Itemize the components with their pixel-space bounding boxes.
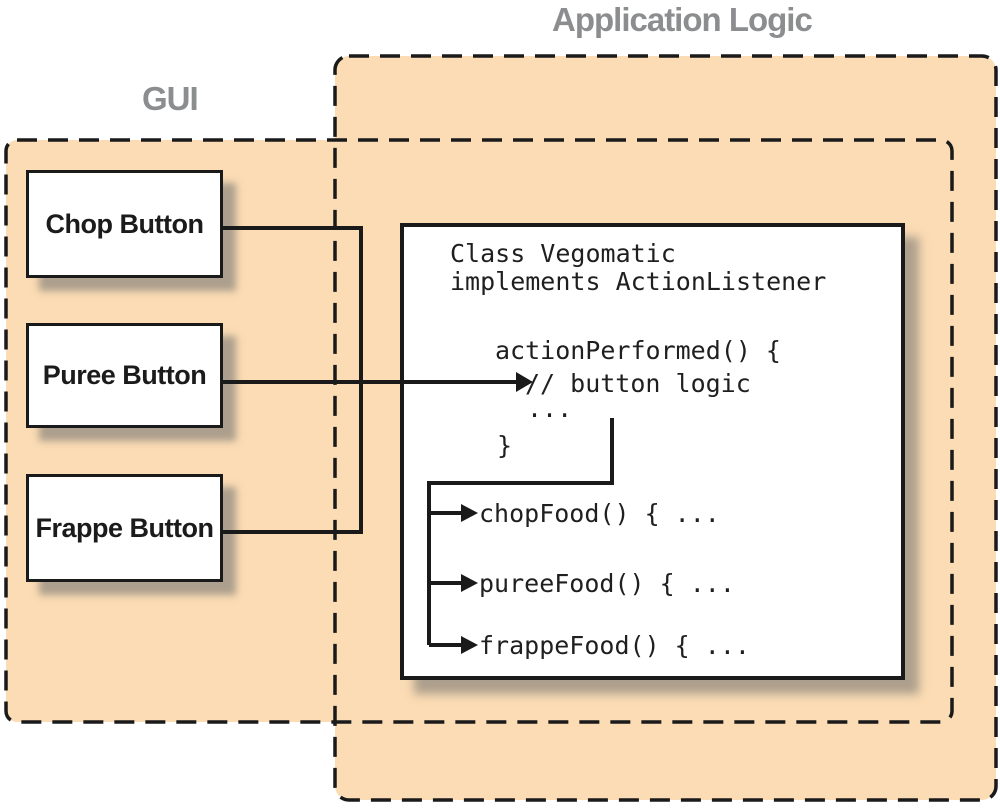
- gui-region-label: GUI: [142, 80, 199, 117]
- code-line-action-performed: actionPerformed() {: [495, 336, 781, 365]
- code-line-ellipsis: ...: [527, 394, 573, 423]
- code-line-close-brace: }: [497, 431, 513, 460]
- frappe-button-label: Frappe Button: [35, 512, 214, 543]
- puree-button-label: Puree Button: [42, 360, 207, 390]
- code-line-implements: implements ActionListener: [450, 267, 827, 296]
- vegomatic-class-box: Class Vegomatic implements ActionListene…: [400, 223, 905, 680]
- gui-region-border: [4, 138, 954, 724]
- puree-button-box: Puree Button: [26, 323, 223, 428]
- frappe-button-box: Frappe Button: [26, 474, 223, 582]
- code-line-class-decl: Class Vegomatic: [450, 239, 676, 268]
- code-line-pureefood-method: pureeFood() { ...: [479, 569, 735, 598]
- chop-button-box: Chop Button: [26, 170, 223, 278]
- chop-button-label: Chop Button: [45, 208, 204, 239]
- application-logic-region-label: Application Logic: [552, 1, 813, 38]
- code-line-frappefood-method: frappeFood() { ...: [479, 631, 750, 660]
- code-line-chopfood-method: chopFood() { ...: [479, 499, 720, 528]
